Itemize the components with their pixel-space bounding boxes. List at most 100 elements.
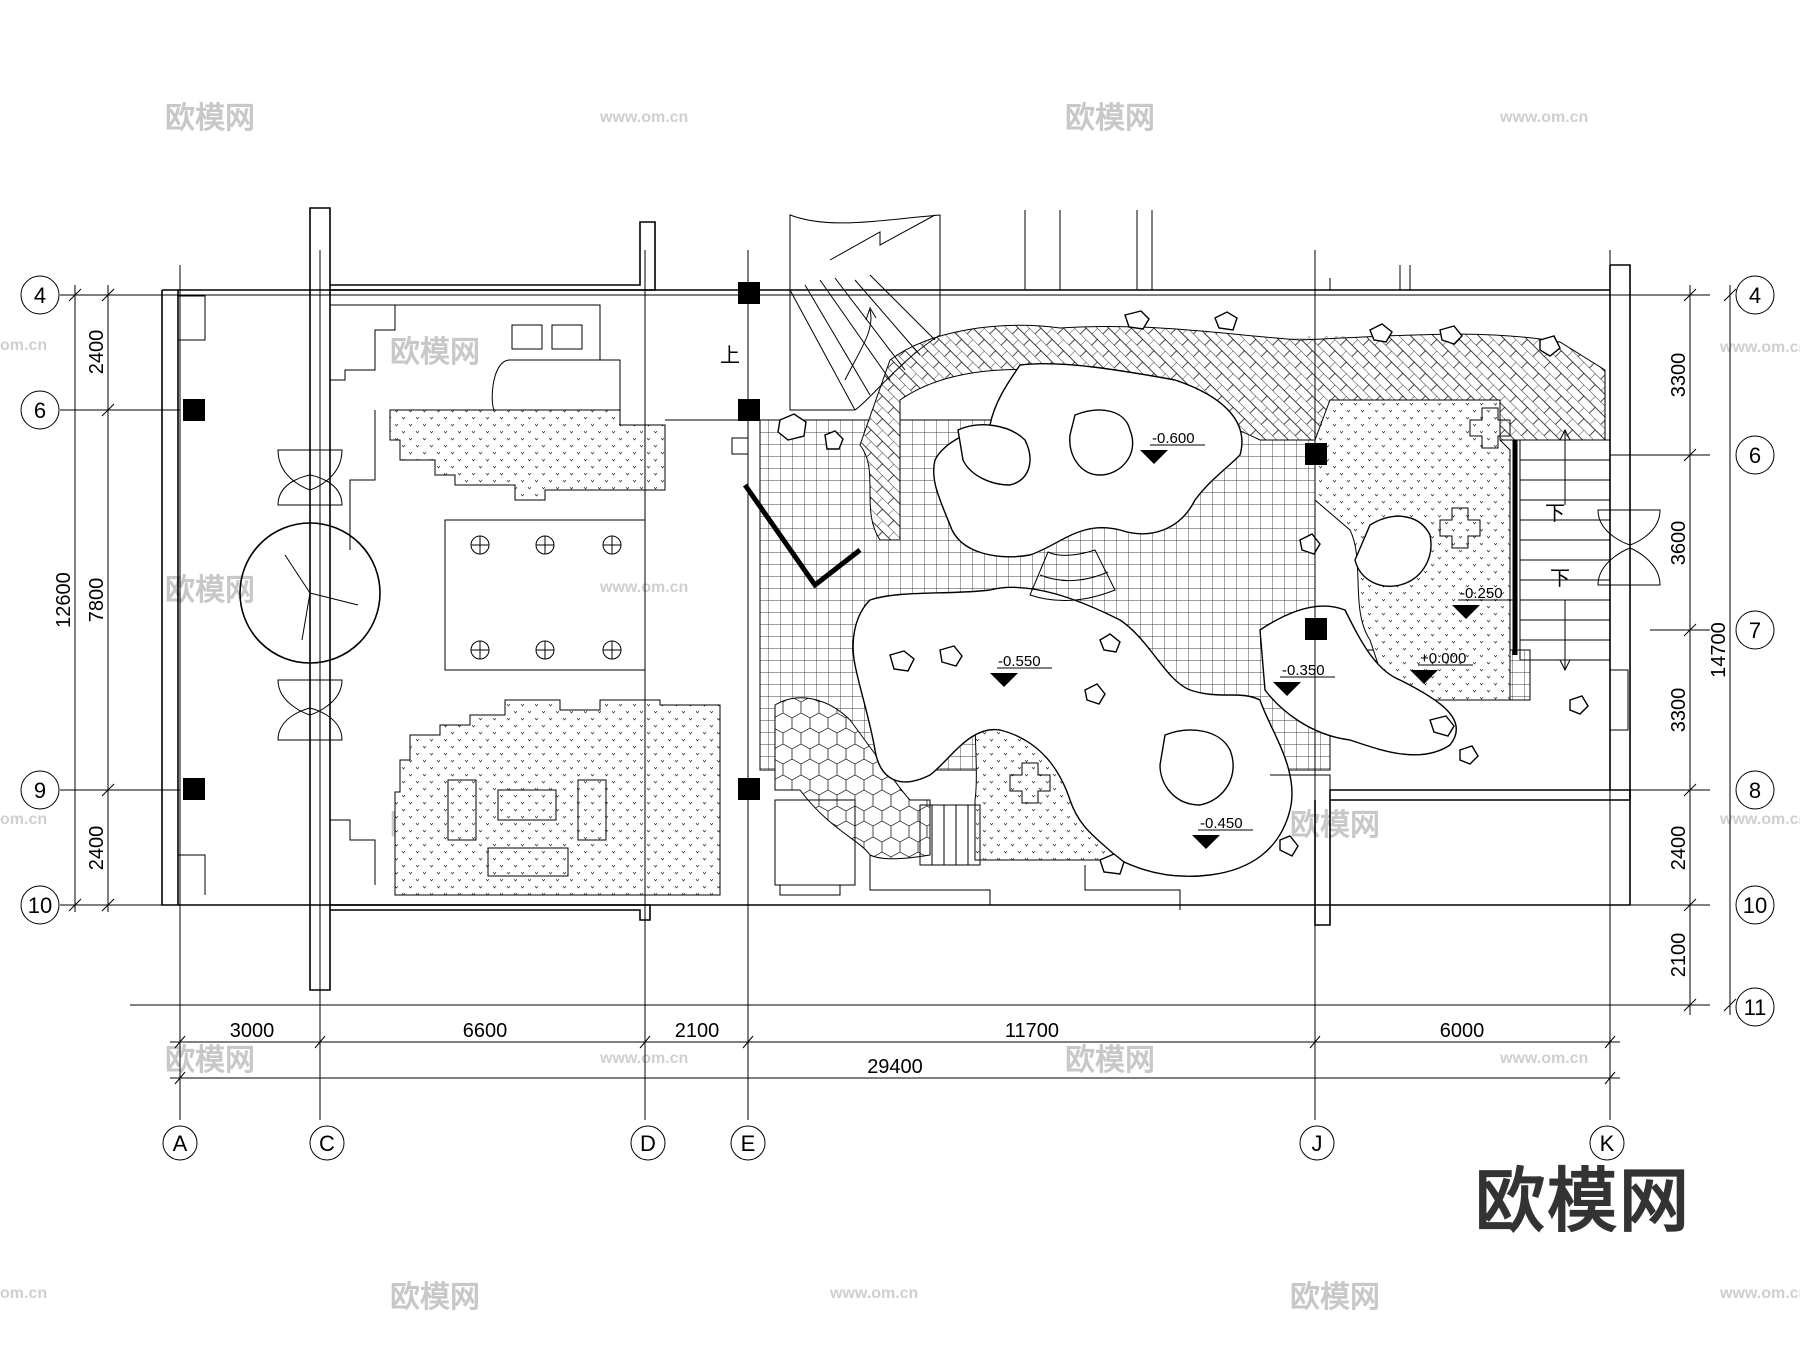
elevation-marker: -0.550 [990, 653, 1052, 687]
right-dimensions: 3300 3600 3300 2400 2100 14700 [1668, 353, 1730, 978]
sofa-set [447, 779, 607, 877]
watermark-brand: 欧模网 [1065, 102, 1155, 135]
axis-label-10-left: 10 [28, 893, 52, 918]
watermark-url: om.cn [0, 1285, 47, 1302]
dim-right-3300-top: 3300 [1668, 353, 1690, 398]
axis-label-E: E [741, 1131, 756, 1156]
dim-6000: 6000 [1440, 1020, 1485, 1042]
elevation-marker: -0.250 [1452, 585, 1513, 619]
watermark-url: www.om.cn [1719, 339, 1800, 356]
dim-right-2100: 2100 [1668, 933, 1690, 978]
elevation-marker: +0.000 [1410, 650, 1473, 684]
stair-down-label: 下 [1545, 503, 1565, 525]
axis-label-K: K [1600, 1131, 1615, 1156]
dim-left-7800: 7800 [86, 578, 108, 623]
watermark-brand: 欧模网 [165, 102, 255, 135]
dim-3000: 3000 [230, 1020, 275, 1042]
elevation-marker: -0.350 [1273, 662, 1335, 696]
watermark-url: www.om.cn [1499, 109, 1588, 126]
axis-label-4-right: 4 [1749, 283, 1761, 308]
rock-island [1159, 729, 1234, 806]
rock-garden [777, 310, 1589, 878]
counter-block [551, 324, 583, 350]
dim-right-3300-bottom: 3300 [1668, 688, 1690, 733]
cross-planters [1009, 407, 1511, 804]
axis-label-7-right: 7 [1749, 618, 1761, 643]
watermark-url: www.om.cn [1719, 811, 1800, 828]
elevation-label: -0.550 [998, 653, 1041, 670]
row-axis-bubbles-left: 4 6 9 10 [20, 275, 60, 925]
round-table [239, 449, 381, 741]
axis-label-11-right: 11 [1744, 995, 1767, 1020]
stream-pond [1259, 605, 1457, 756]
watermark-url: www.om.cn [599, 579, 688, 596]
dim-total-bottom: 29400 [867, 1056, 923, 1078]
dotted-paving-lower [394, 699, 721, 896]
structural-columns [183, 282, 1327, 800]
stair-down-label: 下 [1550, 568, 1570, 590]
spiral-stair [789, 214, 941, 411]
dim-left-2400-bottom: 2400 [86, 826, 108, 871]
axis-label-A: A [173, 1131, 188, 1156]
dimension-lines [68, 285, 1737, 1085]
dim-right-3600: 3600 [1668, 521, 1690, 566]
watermark-brand: 欧模网 [1290, 809, 1380, 842]
counter-block [511, 324, 543, 350]
watermark-brand: 欧模网 [1065, 1044, 1155, 1077]
dim-right-2400: 2400 [1668, 826, 1690, 871]
axis-label-C: C [319, 1131, 335, 1156]
elevation-label: -0.250 [1460, 585, 1503, 602]
dim-6600: 6600 [463, 1020, 508, 1042]
wood-bridge [919, 804, 981, 866]
lower-pond [852, 586, 1293, 878]
watermark-url: om.cn [0, 811, 47, 828]
elevation-label: -0.350 [1282, 662, 1325, 679]
elevation-label: -0.600 [1152, 430, 1195, 447]
watermark-url: om.cn [0, 337, 47, 354]
watermark-brand: 欧模网 [1290, 1281, 1380, 1314]
row-axis-bubbles-right: 4 6 7 8 10 11 [1735, 275, 1775, 1027]
axis-label-10-right: 10 [1743, 893, 1767, 918]
fan-steps [1029, 549, 1116, 601]
axis-label-6-left: 6 [34, 398, 46, 423]
watermark-brand: 欧模网 [165, 1044, 255, 1077]
rock-island [1069, 409, 1134, 476]
axis-label-6-right: 6 [1749, 443, 1761, 468]
watermark-brand: 欧模网 [390, 1281, 480, 1314]
angled-wall [742, 483, 862, 589]
elevation-label: -0.450 [1200, 815, 1243, 832]
stair-up-label: 上 [720, 344, 740, 367]
dotted-paving-upper [389, 409, 666, 501]
hex-paving [774, 697, 931, 860]
watermark-url: www.om.cn [599, 109, 688, 126]
dim-left-2400-top: 2400 [86, 330, 108, 375]
rock-island [957, 424, 1031, 486]
dim-2100: 2100 [675, 1020, 720, 1042]
grid-lines [60, 250, 1710, 1120]
elevation-marker: -0.600 [1140, 430, 1205, 464]
axis-label-J: J [1312, 1131, 1323, 1156]
elevation-label: +0.000 [1420, 650, 1466, 667]
column-axis-bubbles: A C D E J K [162, 1125, 1625, 1161]
bottom-dimensions: 3000 6600 2100 11700 6000 29400 [230, 1020, 1485, 1078]
elevation-marker: -0.450 [1192, 815, 1253, 849]
watermark-url: www.om.cn [1499, 1050, 1588, 1067]
right-stair [1512, 428, 1611, 672]
right-chair-pair [1597, 509, 1661, 586]
axis-label-9-left: 9 [34, 778, 46, 803]
watermark-url: www.om.cn [1719, 1285, 1800, 1302]
left-dimensions: 2400 7800 2400 12600 [53, 330, 108, 871]
axis-label-8-right: 8 [1749, 778, 1761, 803]
watermark-url: www.om.cn [599, 1050, 688, 1067]
dining-chairs [470, 535, 622, 660]
axis-label-D: D [640, 1131, 656, 1156]
dim-11700: 11700 [1005, 1020, 1059, 1042]
rock-island [1354, 515, 1432, 587]
dim-left-total: 12600 [53, 572, 75, 628]
axis-label-4-left: 4 [34, 283, 46, 308]
brand-logo: 欧模网 [1475, 1160, 1691, 1242]
dim-right-total: 14700 [1708, 622, 1730, 678]
watermark-url: www.om.cn [829, 1285, 918, 1302]
reception-counter [491, 359, 621, 411]
